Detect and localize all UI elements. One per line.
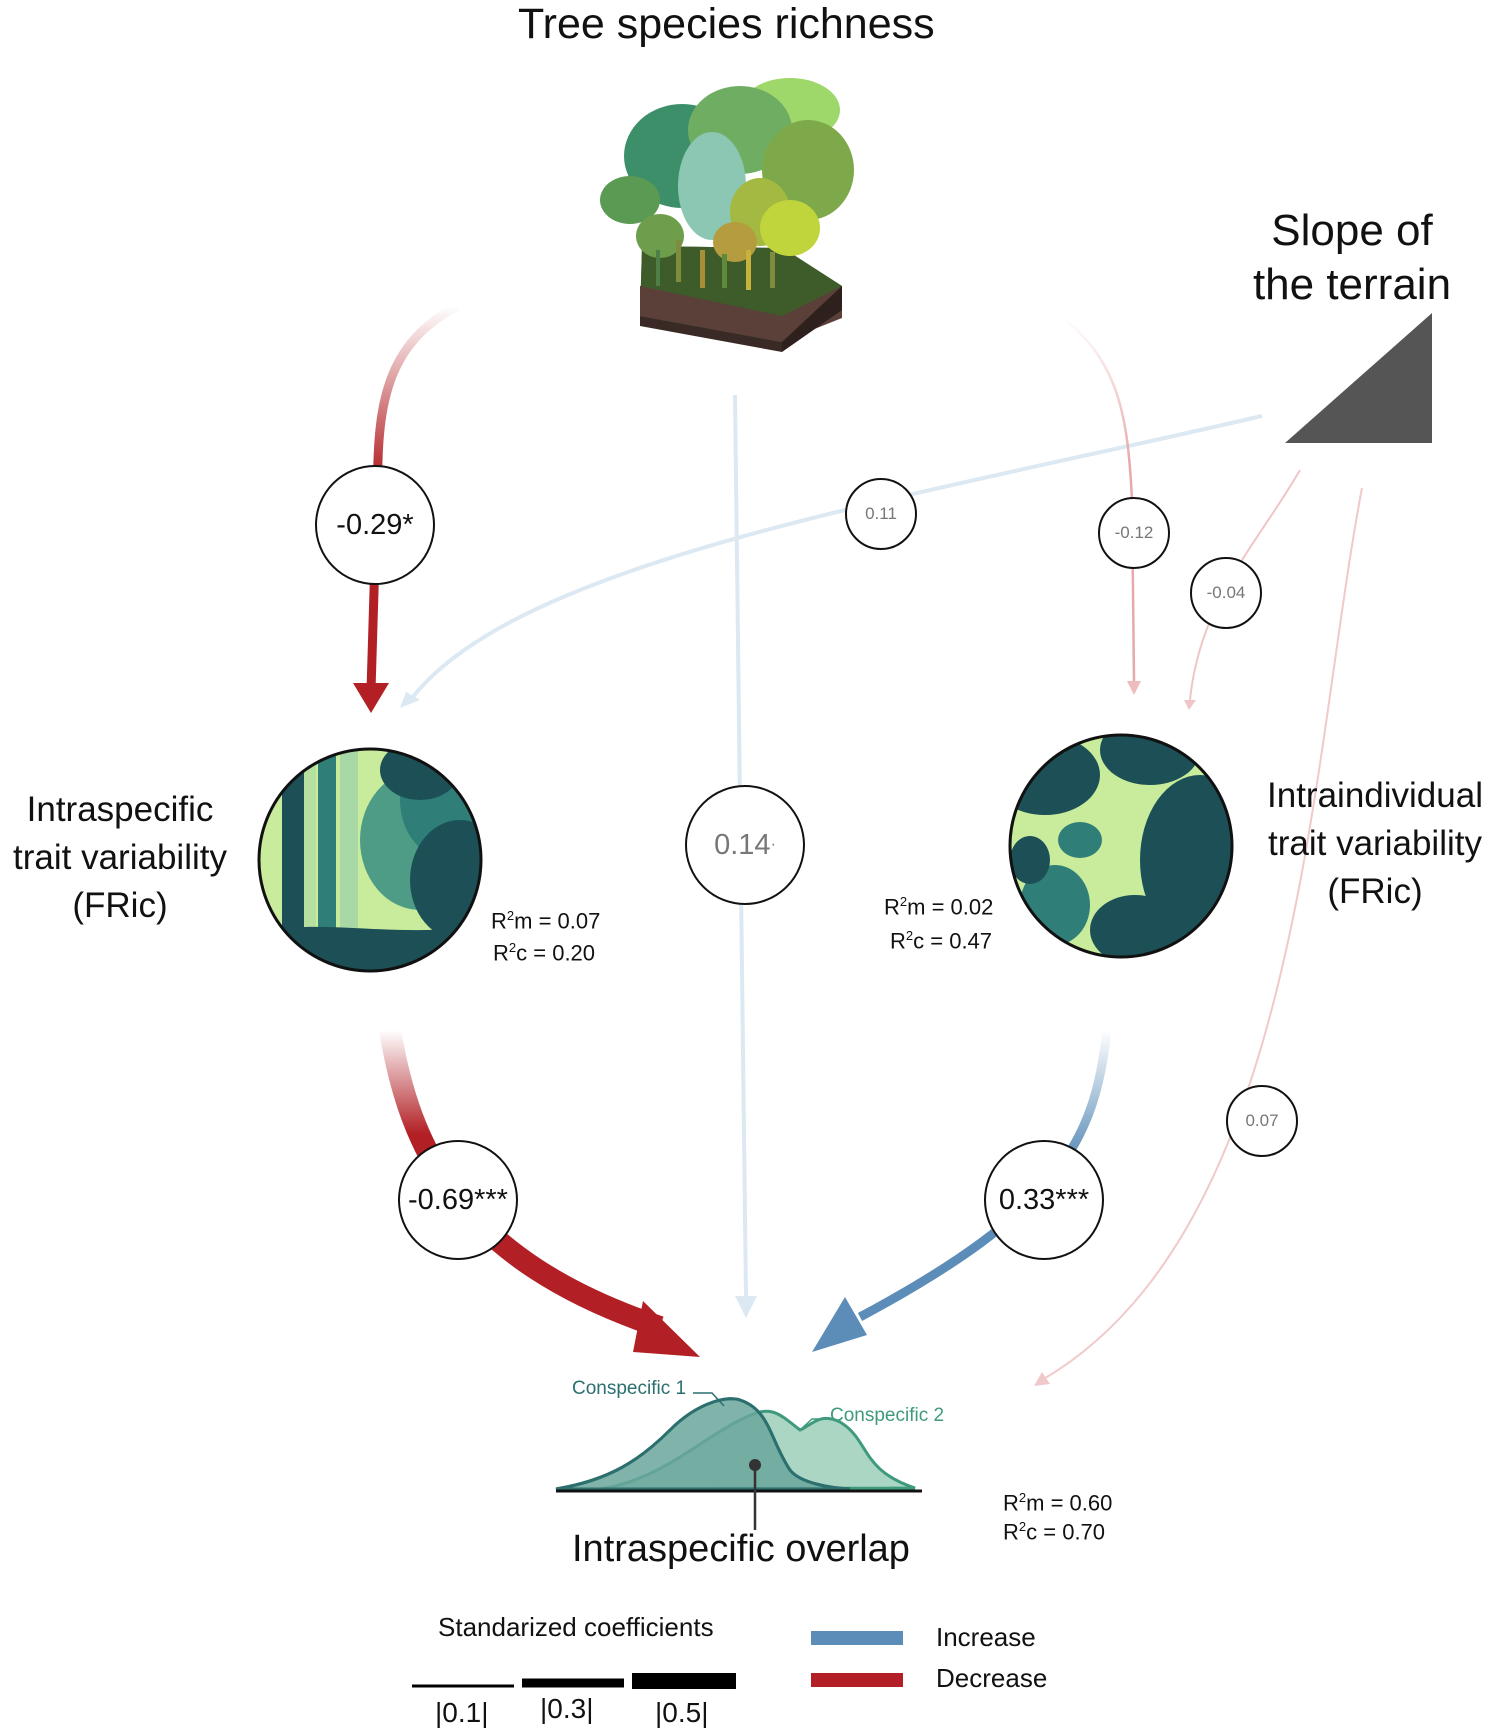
arrowhead-intraspecific-overlap	[633, 1301, 700, 1357]
path-richness-intraspecific	[366, 301, 461, 691]
coef-richness-intraindividual: -0.12	[1098, 497, 1170, 569]
arrowhead-slope-intraindividual	[1184, 700, 1196, 710]
legend-title: Standarized coefficients	[438, 1612, 714, 1642]
legend-increase-label: Increase	[936, 1622, 1036, 1652]
overlap-r2m: R2m = 0.60	[1003, 1490, 1113, 1516]
diagram-title: Tree species richness	[518, 0, 935, 48]
arrowhead-richness-intraspecific	[353, 683, 389, 713]
coef-richness-intraspecific: -0.29*	[315, 465, 435, 585]
path-richness-intraindividual	[1059, 314, 1136, 683]
arrowhead-intraindividual-overlap	[812, 1297, 867, 1352]
coef-slope-intraindividual: -0.04	[1190, 557, 1262, 629]
arrowhead-slope-overlap	[1034, 1372, 1050, 1386]
overlap-distribution-chart	[555, 1392, 922, 1530]
intraspecific-node-label: Intraspecific trait variability (FRic)	[13, 790, 227, 925]
legend-width-label-0-5: |0.5|	[655, 1697, 709, 1728]
slope-node-label: Slope of the terrain	[1252, 206, 1452, 309]
coef-intraspecific-overlap: -0.69***	[398, 1140, 518, 1260]
coef-richness-overlap: 0.14·	[685, 785, 805, 905]
overlap-node-label: Intraspecific overlap	[572, 1528, 910, 1570]
legend-width-label-0-3: |0.3|	[540, 1693, 594, 1724]
intraindividual-r2m: R2m = 0.02	[884, 894, 994, 920]
arrowhead-slope-intraspecific	[400, 692, 420, 708]
conspecific2-label: Conspecific 2	[830, 1405, 945, 1426]
legend-decrease-label: Decrease	[936, 1663, 1048, 1693]
forest-plot-icon	[600, 78, 854, 352]
overlap-r2c: R2c = 0.70	[1003, 1519, 1106, 1545]
intraspecific-r2c: R2c = 0.20	[493, 940, 596, 966]
arrowhead-richness-intraindividual	[1127, 681, 1141, 695]
path-slope-overlap	[1041, 487, 1363, 1381]
path-slope-intraspecific	[410, 414, 1263, 700]
intraindividual-r2c: R2c = 0.47	[890, 928, 993, 954]
coef-slope-overlap: 0.07	[1226, 1085, 1298, 1157]
intraspecific-r2m: R2m = 0.07	[491, 908, 601, 934]
slope-triangle-icon	[1285, 313, 1432, 443]
arrowhead-richness-overlap	[735, 1296, 757, 1318]
intraspecific-forest-icon	[257, 747, 483, 973]
coef-intraindividual-overlap: 0.33***	[984, 1140, 1104, 1260]
coef-slope-intraspecific: 0.11	[845, 478, 917, 550]
legend-width-label-0-1: |0.1|	[435, 1697, 489, 1728]
intraindividual-leaves-icon	[1008, 733, 1234, 959]
conspecific1-label: Conspecific 1	[572, 1378, 687, 1399]
intraindividual-node-label: Intraindividual trait variability (FRic)	[1267, 776, 1483, 911]
overlap-pointer-dot	[749, 1459, 761, 1471]
